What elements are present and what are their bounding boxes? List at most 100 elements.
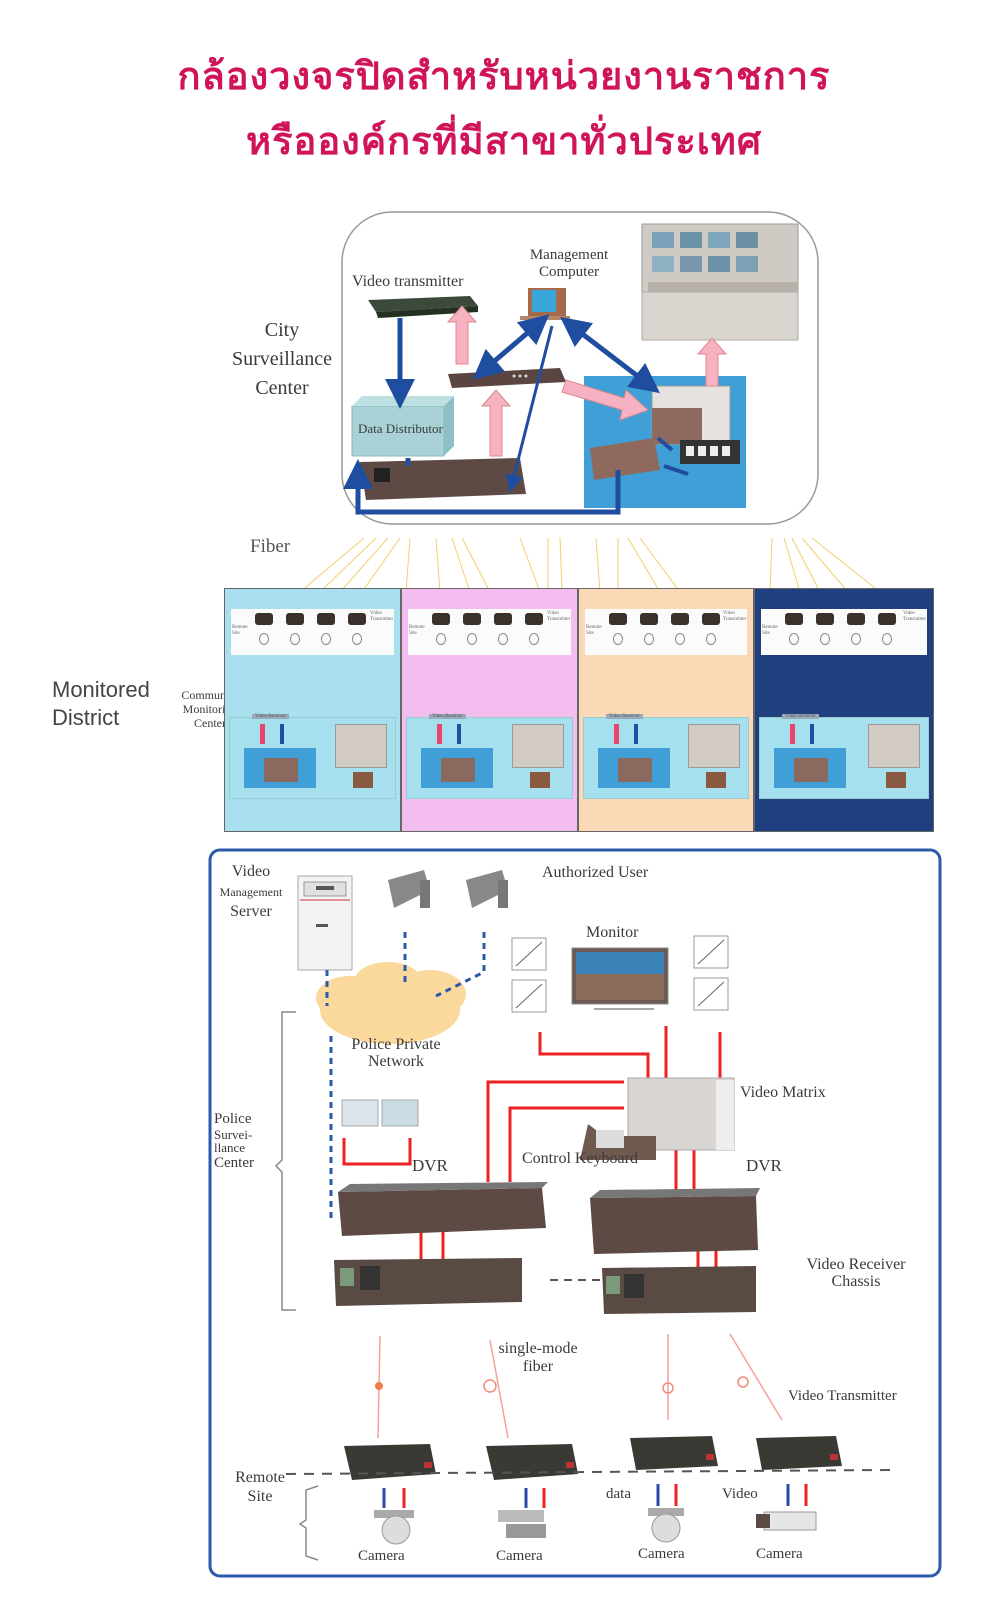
page-title-line-1: กล้องวงจรปิดสำหรับหน่วยงานราชการ [177, 54, 831, 98]
video-management-server-icon [297, 875, 353, 971]
authorized-user-label: Authorized User [542, 864, 649, 881]
authorized-user-terminal-icon [466, 870, 508, 908]
label-line: Management [529, 247, 609, 263]
video-line-label: Video [722, 1486, 758, 1502]
camera-connection-lines [382, 1484, 808, 1508]
dvr-right-label: DVR [746, 1156, 782, 1175]
mini-blue-arrow [810, 724, 814, 744]
mini-blue-arrow [634, 724, 638, 744]
label-line: fiber [522, 1358, 554, 1375]
remote-site-brace [298, 1485, 319, 1561]
label-line: Network [368, 1053, 424, 1070]
mini-video-receiver-label: Video Receiver [429, 714, 466, 719]
label-line: Management [219, 885, 283, 899]
mini-transmitter-icon [463, 613, 481, 625]
mini-computer-icon [886, 772, 906, 788]
police-center-frame [208, 848, 942, 1578]
blue-arrow [663, 464, 689, 476]
mini-camera-icon [851, 633, 861, 645]
mini-transmitter-icon [525, 613, 543, 625]
mini-camera-icon [789, 633, 799, 645]
blue-return-line [343, 459, 621, 515]
camera-label: Camera [756, 1546, 803, 1562]
label-line: single-mode [498, 1340, 578, 1357]
mini-transmitter-icon [671, 613, 689, 625]
fiber-lines [299, 537, 881, 593]
mini-red-arrow [790, 724, 795, 744]
mini-blue-arrow [280, 724, 284, 744]
mini-video-wall-icon [335, 724, 387, 768]
mini-camera-icon [290, 633, 300, 645]
mini-red-arrow [614, 724, 619, 744]
mini-transmitter-icon [432, 613, 450, 625]
mini-remote-site-label: Remote Site [586, 625, 602, 636]
mini-transmitter-icon [286, 613, 304, 625]
remote-site-label: Remote Site [226, 1468, 294, 1506]
blue-arrow [505, 325, 554, 493]
pink-arrow [696, 337, 728, 387]
community-control-center: Video Receiver [406, 714, 573, 799]
video-management-server-label: Video Management Server [206, 862, 296, 922]
mini-transmitter-icon [847, 613, 865, 625]
keyboard-icon [590, 438, 740, 480]
mini-transmitter-icon [255, 613, 273, 625]
data-line-label: data [606, 1486, 631, 1502]
label-line: District [52, 705, 120, 730]
label-line: llance [214, 1140, 246, 1155]
data-distributor-label: Data Distributor [358, 421, 443, 436]
video-transmitter-unit-icon [630, 1436, 718, 1470]
small-monitor-icons [511, 935, 729, 1013]
video-transmitter-device-icon [368, 296, 478, 318]
video-transmitter-unit-icon [344, 1444, 436, 1480]
single-mode-fiber-links [377, 1333, 783, 1439]
mini-camera-icon [321, 633, 331, 645]
page-title-line-2: หรือองค์กรที่มีสาขาทั่วประเทศ [246, 119, 762, 163]
mini-video-receiver-label: Video Receiver [782, 714, 819, 719]
community-control-center: Video Receiver [583, 714, 749, 799]
mini-remote-site-label: Remote Site [232, 625, 248, 636]
mini-matrix-icon [421, 748, 493, 788]
video-matrix-links [419, 1026, 722, 1268]
mini-blue-arrow [457, 724, 461, 744]
box-camera-icon [498, 1510, 546, 1538]
mini-transmitter-icon [702, 613, 720, 625]
label-line: Center [214, 1155, 254, 1171]
video-receiver-chassis-right-icon [602, 1266, 756, 1314]
blue-arrow [472, 314, 550, 380]
mini-computer-icon [530, 772, 550, 788]
mini-transmitter-icon [348, 613, 366, 625]
label-line: Remote [235, 1469, 285, 1486]
mini-remote-site-label: Remote Site [762, 625, 778, 636]
mini-video-transmitter-label: Video Transmitter [723, 611, 747, 622]
police-center-brace [274, 1011, 296, 1311]
community-control-center: Video Receiver [229, 714, 396, 799]
matrix-chassis-icon [651, 385, 731, 445]
mini-matrix-icon [244, 748, 316, 788]
fiber-node [662, 1382, 674, 1394]
mini-camera-icon [820, 633, 830, 645]
dvr-left-icon [338, 1182, 548, 1236]
label-line: Center [194, 716, 226, 730]
police-private-network-label: Police Private Network [336, 1036, 456, 1070]
single-mode-fiber-label: single-mode fiber [488, 1340, 588, 1376]
mini-camera-icon [498, 633, 508, 645]
label-line: Police [214, 1111, 252, 1127]
video-receiver-chassis-label: Video Receiver Chassis [788, 1256, 924, 1290]
fiber-node [483, 1379, 497, 1393]
monitor-label: Monitor [586, 924, 639, 941]
label-line: Video [231, 863, 271, 880]
mini-camera-icon [613, 633, 623, 645]
dome-camera-icon [374, 1510, 414, 1545]
mini-transmitter-icon [640, 613, 658, 625]
pink-arrow [480, 389, 512, 457]
mini-remote-site-label: Remote Site [409, 625, 425, 636]
mini-computer-icon [706, 772, 726, 788]
label-line: Survei- [214, 1127, 253, 1142]
